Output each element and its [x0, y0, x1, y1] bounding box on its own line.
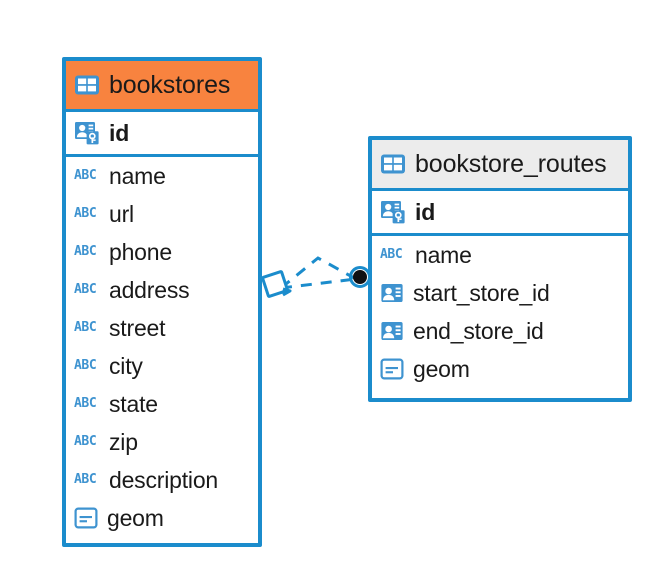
abc-text-icon: ABC: [74, 434, 100, 450]
field-row-street[interactable]: ABC street: [66, 309, 258, 347]
field-label: state: [109, 390, 158, 417]
field-row-geom[interactable]: geom: [372, 350, 628, 388]
field-label: name: [415, 241, 472, 268]
abc-text-icon: ABC: [74, 320, 100, 336]
field-row-address[interactable]: ABC address: [66, 271, 258, 309]
abc-glyph: ABC: [74, 244, 97, 259]
abc-text-icon: ABC: [74, 206, 100, 222]
relationship-line-lower: [280, 277, 357, 290]
abc-glyph: ABC: [74, 434, 97, 449]
abc-text-icon: ABC: [74, 396, 100, 412]
field-row-id[interactable]: id: [66, 112, 258, 157]
foreign-key-icon: [380, 319, 404, 343]
geometry-icon: [380, 358, 404, 380]
table-icon: [74, 72, 100, 98]
abc-text-icon: ABC: [74, 168, 100, 184]
entity-bookstore-routes-header[interactable]: bookstore_routes: [372, 140, 628, 191]
abc-glyph: ABC: [74, 358, 97, 373]
abc-glyph: ABC: [74, 320, 97, 335]
abc-text-icon: ABC: [74, 244, 100, 260]
field-label: zip: [109, 428, 138, 455]
field-row-city[interactable]: ABC city: [66, 347, 258, 385]
entity-bookstores[interactable]: bookstores: [62, 57, 262, 547]
field-label: url: [109, 200, 134, 227]
field-row-url[interactable]: ABC url: [66, 195, 258, 233]
field-label: geom: [413, 355, 470, 382]
abc-glyph: ABC: [74, 282, 97, 297]
abc-glyph: ABC: [380, 247, 403, 262]
field-row-zip[interactable]: ABC zip: [66, 423, 258, 461]
field-label: start_store_id: [413, 279, 550, 306]
field-label: end_store_id: [413, 317, 544, 344]
entity-bookstores-title: bookstores: [109, 70, 231, 99]
field-row-id[interactable]: id: [372, 191, 628, 236]
geometry-icon: [74, 507, 98, 529]
field-row-geom[interactable]: geom: [66, 499, 258, 537]
abc-glyph: ABC: [74, 168, 97, 183]
entity-bookstore-routes[interactable]: bookstore_routes: [368, 136, 632, 402]
abc-text-icon: ABC: [74, 472, 100, 488]
diamond-marker: [261, 270, 292, 298]
abc-text-icon: ABC: [380, 247, 406, 263]
field-row-start-store-id[interactable]: start_store_id: [372, 274, 628, 312]
filled-circle-marker: [349, 266, 371, 288]
field-label: id: [109, 119, 130, 146]
primary-key-icon: [380, 199, 406, 225]
field-label: id: [415, 198, 436, 225]
field-label: name: [109, 162, 166, 189]
entity-bookstore-routes-field-list: id ABC name: [372, 191, 628, 388]
field-label: geom: [107, 504, 164, 531]
field-label: phone: [109, 238, 172, 265]
field-label: city: [109, 352, 143, 379]
abc-glyph: ABC: [74, 206, 97, 221]
abc-glyph: ABC: [74, 472, 97, 487]
field-row-name[interactable]: ABC name: [66, 157, 258, 195]
field-row-end-store-id[interactable]: end_store_id: [372, 312, 628, 350]
field-row-description[interactable]: ABC description: [66, 461, 258, 499]
field-row-state[interactable]: ABC state: [66, 385, 258, 423]
abc-text-icon: ABC: [74, 358, 100, 374]
relationship-line-upper: [280, 256, 357, 290]
field-row-name[interactable]: ABC name: [372, 236, 628, 274]
entity-bookstores-field-list: id ABC name ABC url ABC phone: [66, 112, 258, 537]
abc-text-icon: ABC: [74, 282, 100, 298]
entity-bookstores-header[interactable]: bookstores: [66, 61, 258, 112]
field-label: address: [109, 276, 190, 303]
field-label: description: [109, 466, 219, 493]
field-label: street: [109, 314, 166, 341]
table-icon: [380, 151, 406, 177]
primary-key-icon: [74, 120, 100, 146]
field-row-phone[interactable]: ABC phone: [66, 233, 258, 271]
foreign-key-icon: [380, 281, 404, 305]
entity-bookstore-routes-title: bookstore_routes: [415, 149, 607, 178]
abc-glyph: ABC: [74, 396, 97, 411]
